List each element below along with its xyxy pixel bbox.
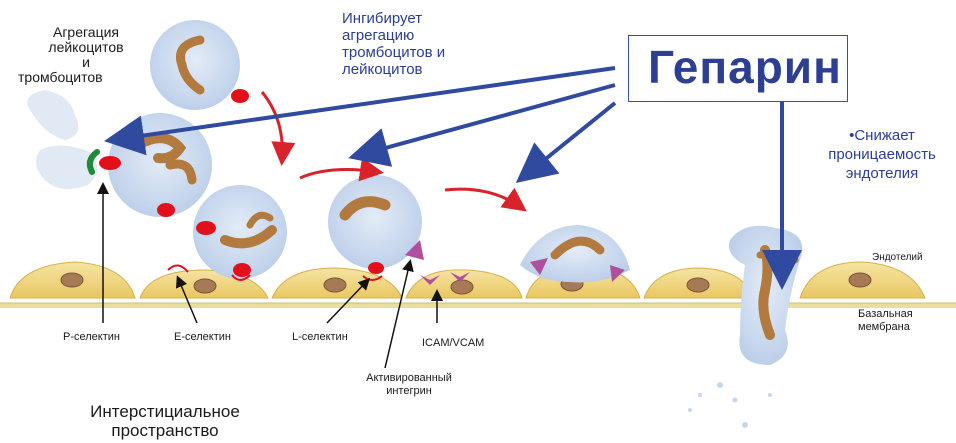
cell-nucleus: [849, 273, 871, 287]
red-platelet: [231, 89, 249, 103]
icam-label: ICAM/VCAM: [422, 337, 484, 349]
red-platelet: [196, 221, 216, 235]
activated-integrin-label: Активированный интегрин: [345, 372, 473, 398]
cell-nucleus: [451, 280, 473, 294]
leukocyte-transmigrating: [688, 226, 802, 428]
e-selectin-label: E-селектин: [174, 331, 231, 343]
aggregation-label: Агрегация лейкоцитов и тромбоцитов: [26, 25, 146, 85]
cell-nucleus: [687, 278, 709, 292]
platelet-shape: [27, 90, 97, 189]
cell-nucleus: [61, 273, 83, 287]
red-platelet: [157, 203, 175, 217]
red-platelet: [99, 156, 121, 170]
leukocyte-flattened: [520, 225, 630, 283]
leukocyte: [150, 20, 249, 110]
red-platelet: [233, 263, 251, 277]
p-selectin-label: P-селектин: [63, 331, 120, 343]
inhibits-label: Ингибирует агрегацию тромбоцитов и лейко…: [342, 10, 445, 78]
basal-membrane-label: Базальная мембрана: [858, 308, 913, 334]
heparin-title: Гепарин: [648, 40, 842, 94]
cell-nucleus: [194, 279, 216, 293]
l-selectin-label: L-селектин: [292, 331, 348, 343]
interstitial-label: Интерстициальное пространство: [60, 402, 270, 440]
cell-nucleus: [324, 278, 346, 292]
reduces-label: •Снижает проницаемость эндотелия: [808, 126, 956, 183]
endothelium-label: Эндотелий: [872, 252, 923, 263]
basal-membrane: [0, 303, 956, 308]
red-platelet: [368, 262, 384, 274]
